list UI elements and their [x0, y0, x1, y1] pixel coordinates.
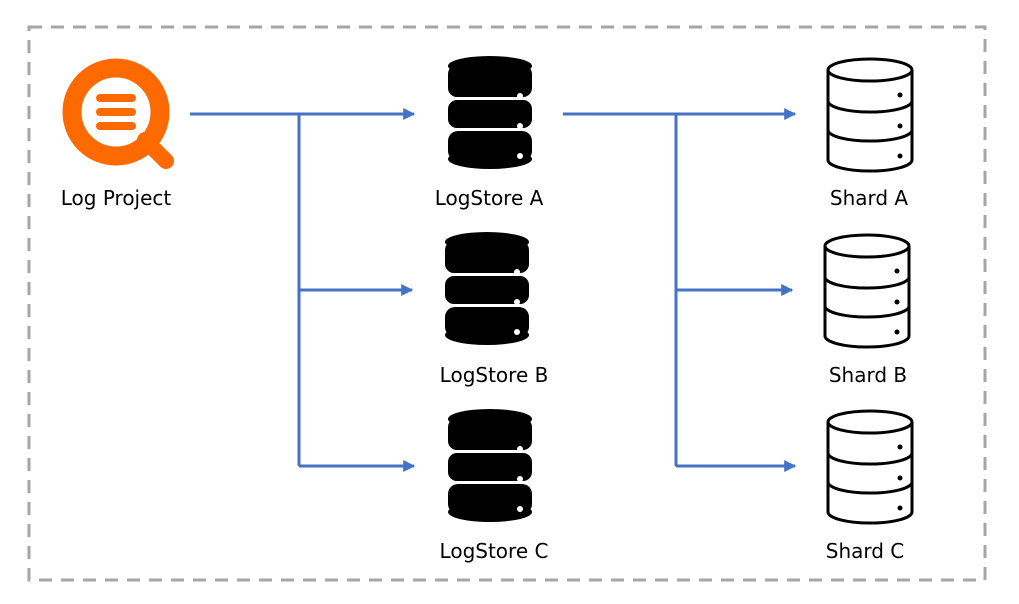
- logstore-c-database-icon: [448, 409, 532, 522]
- shard-a-label: Shard A: [829, 186, 909, 210]
- shard-b-database-icon: [823, 233, 911, 349]
- shard-b-label: Shard B: [828, 363, 908, 387]
- shard-a-database-icon: [826, 57, 914, 173]
- logstore-a-database-icon: [448, 56, 532, 169]
- shard-c-database-icon: [826, 409, 914, 525]
- logstore-b-database-icon: [445, 232, 529, 345]
- logstore-c-label: LogStore C: [439, 539, 549, 563]
- log-service-magnifier-icon: [62, 58, 174, 169]
- diagram-border: [27, 25, 987, 582]
- log-project-label: Log Project: [60, 186, 172, 210]
- shard-c-label: Shard C: [825, 539, 905, 563]
- logstore-b-label: LogStore B: [439, 363, 549, 387]
- shard-connectors: [563, 108, 797, 472]
- project-connectors: [190, 108, 416, 472]
- logstore-a-label: LogStore A: [434, 186, 544, 210]
